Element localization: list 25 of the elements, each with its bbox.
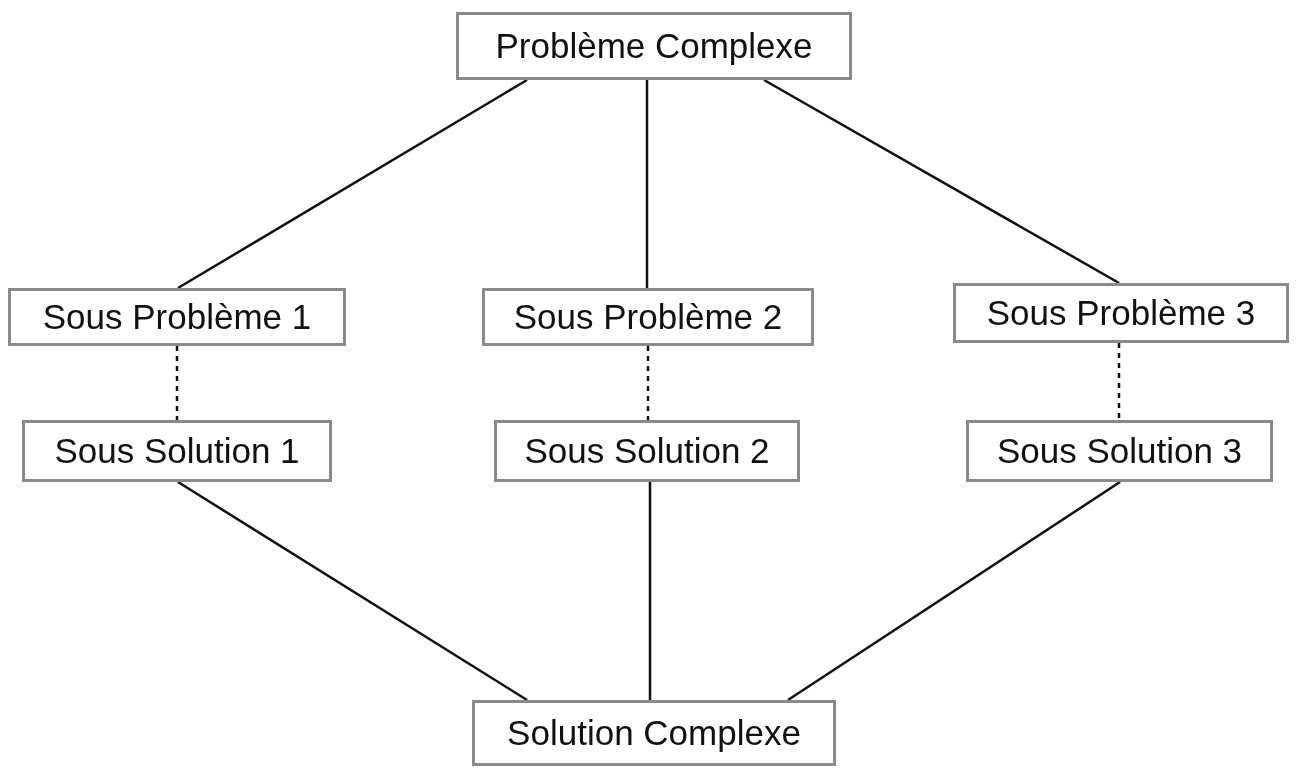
connector-line (645, 80, 649, 288)
process-box (482, 288, 814, 346)
connector-line (177, 480, 528, 702)
connector-line (787, 480, 1121, 702)
connector-line (648, 482, 652, 700)
process-box (22, 420, 332, 482)
connector-line (763, 78, 1120, 285)
process-box (472, 700, 836, 766)
process-box (456, 12, 852, 80)
box-label: Problème Complexe (495, 26, 813, 66)
process-box (966, 420, 1273, 482)
box-label: Sous Problème 3 (986, 293, 1256, 333)
box-label: Sous Solution 3 (996, 431, 1243, 471)
box-label: Sous Solution 2 (524, 431, 770, 471)
box-label: Sous Problème 2 (513, 297, 783, 337)
box-label: Solution Complexe (507, 713, 801, 753)
dashed-connector (646, 346, 650, 420)
box-label: Sous Solution 1 (54, 431, 300, 471)
box-label: Sous Problème 1 (42, 297, 312, 337)
dashed-connector (1117, 343, 1121, 420)
process-box (494, 420, 800, 482)
process-box (953, 283, 1289, 343)
connector-line (177, 78, 528, 290)
dashed-connector (175, 346, 179, 420)
process-box (8, 288, 346, 346)
